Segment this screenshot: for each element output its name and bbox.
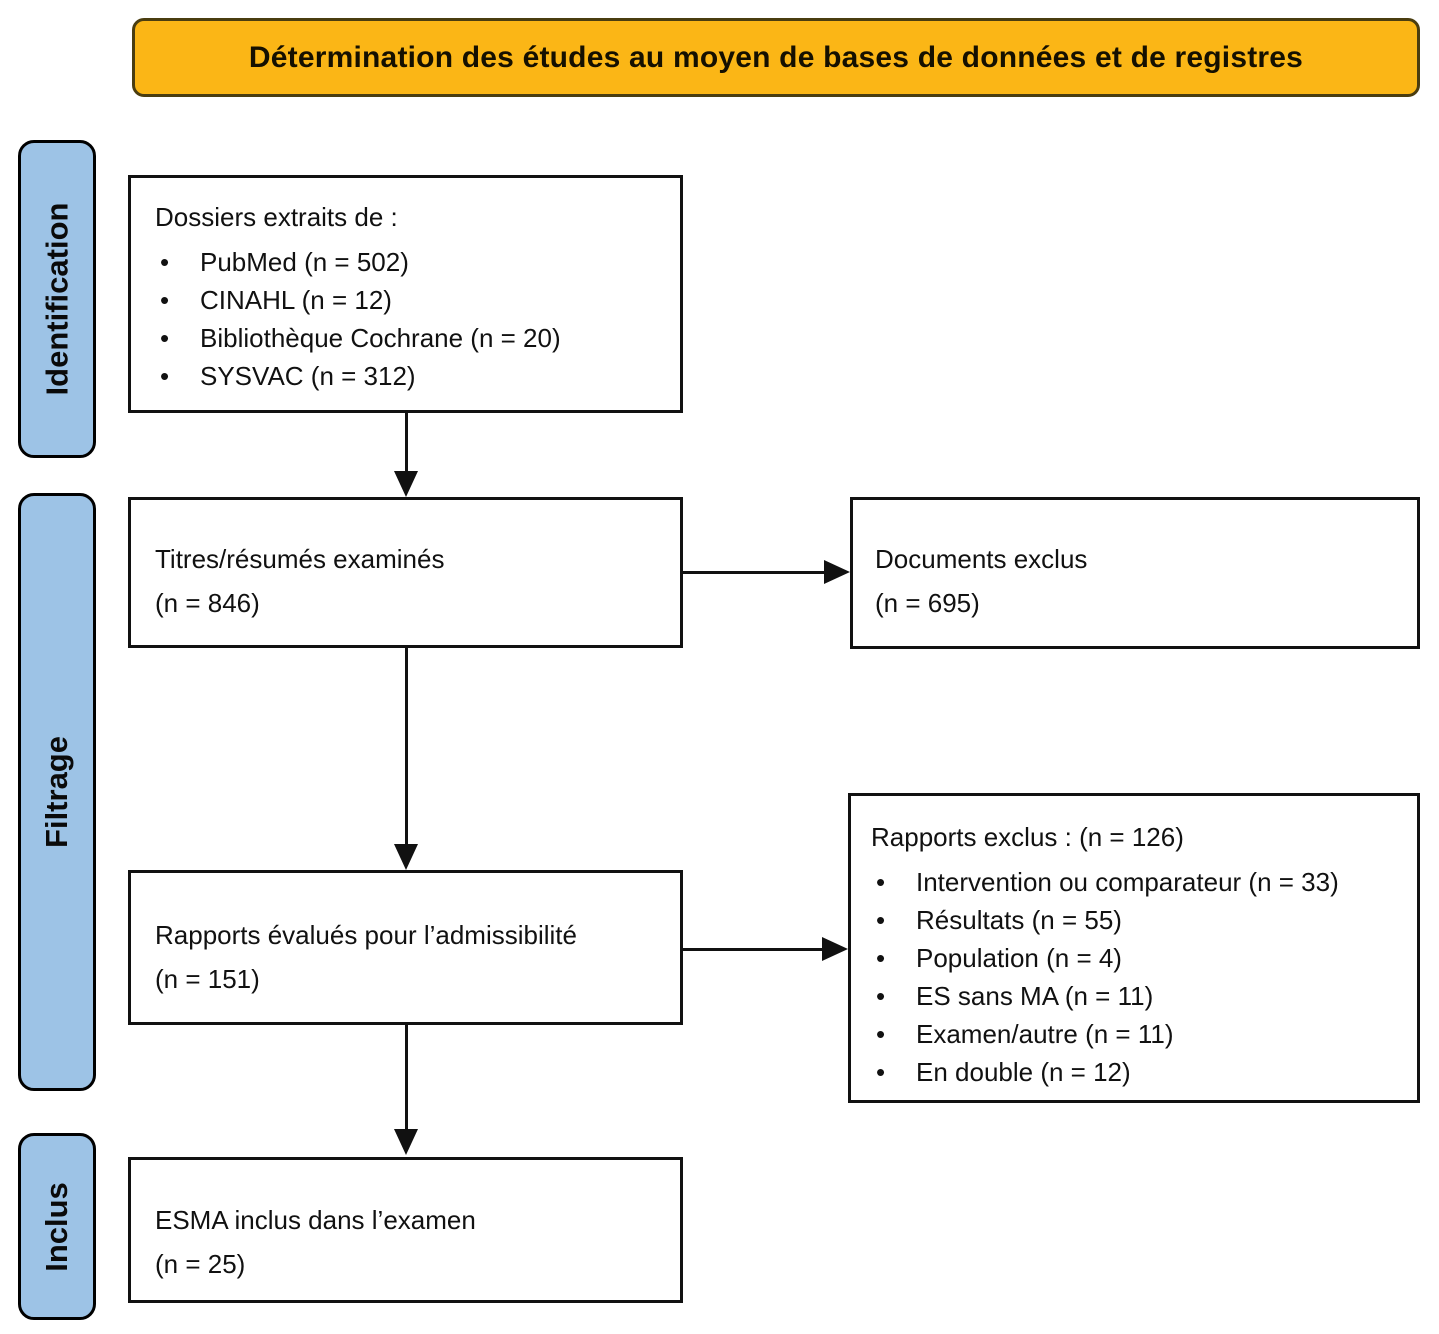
- bullet-icon: [155, 357, 200, 395]
- arrow-screened-to-assessed-line: [405, 647, 408, 846]
- bullet-icon: [871, 863, 916, 901]
- stage-inclus-label: Inclus: [39, 1181, 74, 1272]
- arrow-records-to-screened-line: [405, 413, 408, 473]
- included-count: (n = 25): [155, 1249, 246, 1279]
- included-line1: ESMA inclus dans l’examen: [155, 1205, 476, 1235]
- documents-excluded-line1: Documents exclus: [875, 544, 1088, 574]
- list-item-text: Population (n = 4): [916, 943, 1122, 973]
- assessed-line1: Rapports évalués pour l’admissibilité: [155, 920, 577, 950]
- box-reports-excluded: Rapports exclus : (n = 126) Intervention…: [848, 793, 1420, 1103]
- stage-inclus: Inclus: [18, 1133, 96, 1320]
- list-item: SYSVAC (n = 312): [155, 357, 662, 395]
- reports-excluded-title: Rapports exclus : (n = 126): [871, 822, 1184, 852]
- list-item: Résultats (n = 55): [871, 901, 1403, 939]
- bullet-icon: [155, 243, 200, 281]
- assessed-count: (n = 151): [155, 964, 260, 994]
- stage-identification-label: Identification: [39, 202, 75, 396]
- list-item-text: ES sans MA (n = 11): [916, 981, 1154, 1011]
- stage-identification: Identification: [18, 140, 96, 458]
- bullet-icon: [871, 1015, 916, 1053]
- list-item: Bibliothèque Cochrane (n = 20): [155, 319, 662, 357]
- bullet-icon: [155, 281, 200, 319]
- stage-filtrage-label: Filtrage: [39, 736, 74, 848]
- box-records-identified: Dossiers extraits de : PubMed (n = 502) …: [128, 175, 683, 413]
- list-item-text: SYSVAC (n = 312): [200, 361, 416, 391]
- bullet-icon: [871, 1053, 916, 1091]
- list-item-text: CINAHL (n = 12): [200, 285, 392, 315]
- bullet-icon: [871, 939, 916, 977]
- arrow-right-icon: [822, 937, 848, 961]
- list-item: Intervention ou comparateur (n = 33): [871, 863, 1403, 901]
- diagram-title-banner: Détermination des études au moyen de bas…: [132, 18, 1420, 97]
- arrow-down-icon: [394, 471, 418, 497]
- arrow-down-icon: [394, 844, 418, 870]
- list-item-text: Bibliothèque Cochrane (n = 20): [200, 323, 561, 353]
- screened-count: (n = 846): [155, 588, 260, 618]
- list-item-text: Résultats (n = 55): [916, 905, 1122, 935]
- list-item: En double (n = 12): [871, 1053, 1403, 1091]
- arrow-assessed-to-included-line: [405, 1024, 408, 1131]
- list-item-text: En double (n = 12): [916, 1057, 1131, 1087]
- records-title: Dossiers extraits de :: [155, 202, 398, 232]
- list-item-text: Intervention ou comparateur (n = 33): [916, 867, 1339, 897]
- list-item-text: PubMed (n = 502): [200, 247, 409, 277]
- list-item: Examen/autre (n = 11): [871, 1015, 1403, 1053]
- arrow-assessed-to-excluded-line: [683, 948, 824, 951]
- box-titles-abstracts-screened: Titres/résumés examinés (n = 846): [128, 497, 683, 648]
- stage-filtrage: Filtrage: [18, 493, 96, 1091]
- documents-excluded-count: (n = 695): [875, 588, 980, 618]
- bullet-icon: [871, 901, 916, 939]
- list-item: PubMed (n = 502): [155, 243, 662, 281]
- box-documents-excluded: Documents exclus (n = 695): [850, 497, 1420, 649]
- list-item: ES sans MA (n = 11): [871, 977, 1403, 1015]
- arrow-right-icon: [824, 560, 850, 584]
- exclusion-reason-list: Intervention ou comparateur (n = 33) Rés…: [871, 863, 1403, 1091]
- box-included-in-review: ESMA inclus dans l’examen (n = 25): [128, 1157, 683, 1303]
- screened-line1: Titres/résumés examinés: [155, 544, 445, 574]
- list-item: CINAHL (n = 12): [155, 281, 662, 319]
- diagram-title: Détermination des études au moyen de bas…: [248, 40, 1304, 74]
- arrow-screened-to-excluded-line: [683, 571, 826, 574]
- box-reports-assessed: Rapports évalués pour l’admissibilité (n…: [128, 870, 683, 1025]
- bullet-icon: [155, 319, 200, 357]
- bullet-icon: [871, 977, 916, 1015]
- arrow-down-icon: [394, 1129, 418, 1155]
- list-item: Population (n = 4): [871, 939, 1403, 977]
- list-item-text: Examen/autre (n = 11): [916, 1019, 1174, 1049]
- records-source-list: PubMed (n = 502) CINAHL (n = 12) Bibliot…: [155, 243, 662, 395]
